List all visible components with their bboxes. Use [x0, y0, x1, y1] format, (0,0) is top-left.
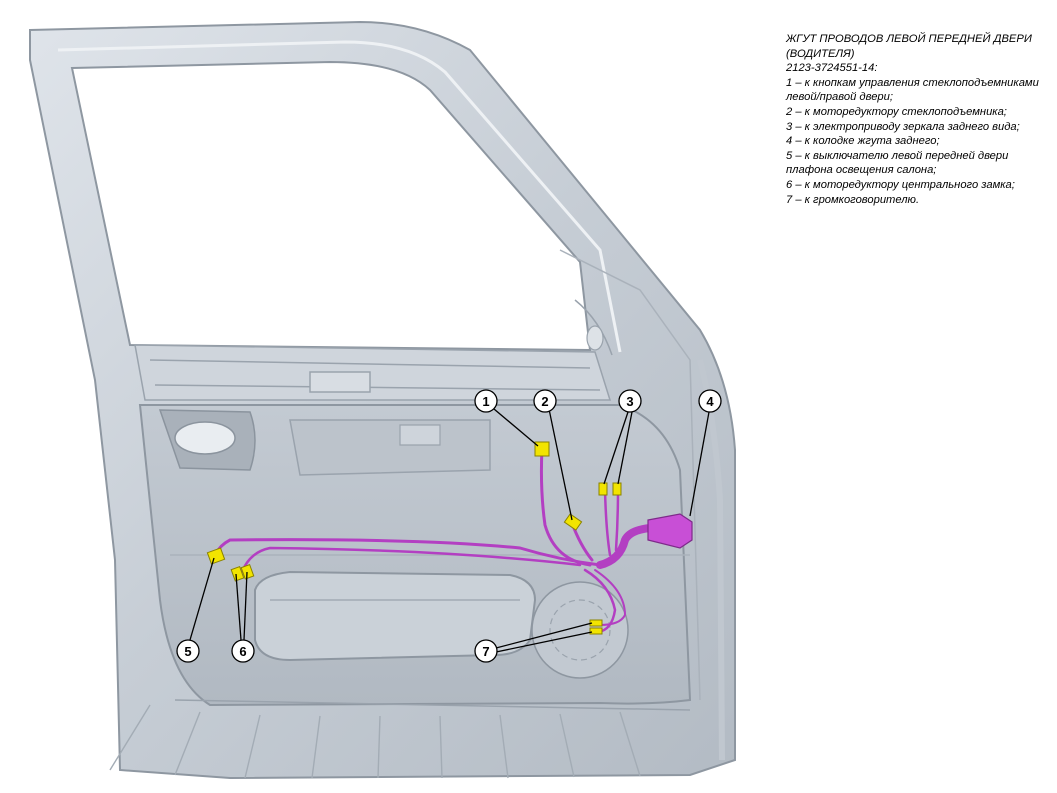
- connector-2: [563, 513, 583, 531]
- window-opening: [70, 60, 592, 352]
- callout-7: 7: [474, 639, 498, 663]
- legend-item-7: 7 – к громкоговорителю.: [786, 193, 920, 206]
- speaker-mount: [531, 581, 629, 679]
- legend-item-6: 6 – к моторедуктору центрального замка;: [786, 178, 1015, 191]
- legend-item-2: 2 – к моторедуктору стеклоподъемника;: [786, 105, 1007, 118]
- inner-panel: [109, 299, 725, 779]
- connector-6a: [230, 566, 245, 582]
- grommet: [647, 513, 693, 549]
- callout-3: 3: [618, 389, 642, 413]
- connector-3b: [612, 482, 622, 496]
- connector-7b: [589, 627, 603, 635]
- callout-label-7: 7: [482, 644, 489, 659]
- callout-label-5: 5: [184, 644, 191, 659]
- legend-part-number: 2123-3724551-14:: [786, 62, 878, 75]
- callout-label-4: 4: [706, 394, 714, 409]
- callout-6: 6: [231, 639, 255, 663]
- legend-item-4: 4 – к колодке жгута заднего;: [786, 135, 940, 148]
- callout-2: 2: [533, 389, 557, 413]
- callout-label-6: 6: [239, 644, 246, 659]
- legend-item-1: 1 – к кнопкам управления стеклоподъемник…: [786, 76, 1039, 104]
- connector-5: [206, 547, 226, 565]
- callout-5: 5: [176, 639, 200, 663]
- connectors: [206, 441, 622, 635]
- callout-label-1: 1: [482, 394, 489, 409]
- legend-item-5: 5 – к выключателю левой передней двери п…: [786, 149, 1009, 177]
- connector-3a: [598, 482, 608, 496]
- connector-1: [534, 441, 550, 457]
- connector-6b: [240, 564, 255, 580]
- legend-item-3: 3 – к электроприводу зеркала заднего вид…: [786, 120, 1020, 133]
- callout-1: 1: [474, 389, 498, 413]
- lower-recess: [254, 570, 537, 662]
- legend: ЖГУТ ПРОВОДОВ ЛЕВОЙ ПЕРЕДНЕЙ ДВЕРИ (ВОДИ…: [786, 32, 1048, 207]
- callout-4: 4: [698, 389, 722, 413]
- callout-label-3: 3: [626, 394, 633, 409]
- legend-title: ЖГУТ ПРОВОДОВ ЛЕВОЙ ПЕРЕДНЕЙ ДВЕРИ (ВОДИ…: [786, 33, 1032, 60]
- callout-label-2: 2: [541, 394, 548, 409]
- wiring-harness: [213, 446, 693, 634]
- leader-lines: [189, 408, 710, 653]
